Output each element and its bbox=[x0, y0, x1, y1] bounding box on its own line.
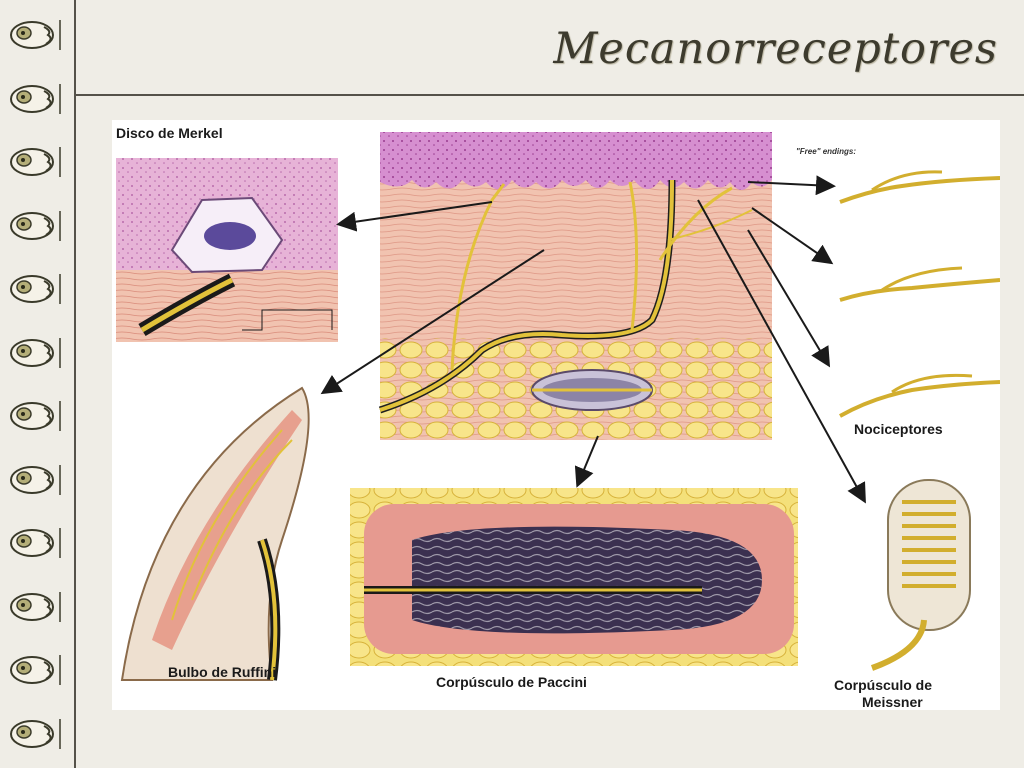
binder-ring-icon bbox=[8, 145, 70, 179]
binder-ring-icon bbox=[8, 82, 70, 116]
label-nociceptores: Nociceptores bbox=[854, 421, 943, 437]
pointer-arrows bbox=[320, 175, 866, 504]
label-free-endings: "Free" endings: bbox=[796, 147, 856, 156]
label-ruffini: Bulbo de Ruffini bbox=[168, 664, 276, 680]
binder-ring-icon bbox=[8, 653, 70, 687]
binder-ring-icon bbox=[8, 399, 70, 433]
binder-ring-icon bbox=[8, 336, 70, 370]
binder-ring-icon bbox=[8, 18, 70, 52]
label-paccini: Corpúsculo de Paccini bbox=[436, 674, 587, 690]
paccini-illustration: Corpúsculo de Paccini bbox=[350, 488, 798, 690]
mechanoreceptor-diagram: Disco de Merkel "Free" endings: Nocicept… bbox=[112, 120, 1001, 710]
binder-ring-icon bbox=[8, 463, 70, 497]
label-merkel: Disco de Merkel bbox=[116, 125, 223, 141]
binder-ring-icon bbox=[8, 526, 70, 560]
binder-ring-icon bbox=[8, 209, 70, 243]
free-endings-illustration: "Free" endings: Nociceptores bbox=[796, 147, 1001, 437]
meissner-illustration: Corpúsculo de Meissner bbox=[834, 479, 971, 710]
binder-ring-icon bbox=[8, 272, 70, 306]
skin-section bbox=[378, 132, 772, 440]
diagram-svg: Disco de Merkel "Free" endings: Nocicept… bbox=[116, 125, 1001, 710]
title-bar: Mecanorreceptores bbox=[74, 0, 1024, 96]
label-meissner-1: Corpúsculo de bbox=[834, 677, 932, 693]
merkel-disc-illustration: Disco de Merkel bbox=[116, 125, 338, 342]
binder-ring-icon bbox=[8, 717, 70, 751]
binder-margin bbox=[0, 0, 76, 768]
binder-ring-icon bbox=[8, 590, 70, 624]
slide-title: Mecanorreceptores bbox=[553, 24, 998, 74]
ruffini-illustration: Bulbo de Ruffini bbox=[120, 386, 310, 681]
label-meissner-2: Meissner bbox=[862, 694, 923, 710]
